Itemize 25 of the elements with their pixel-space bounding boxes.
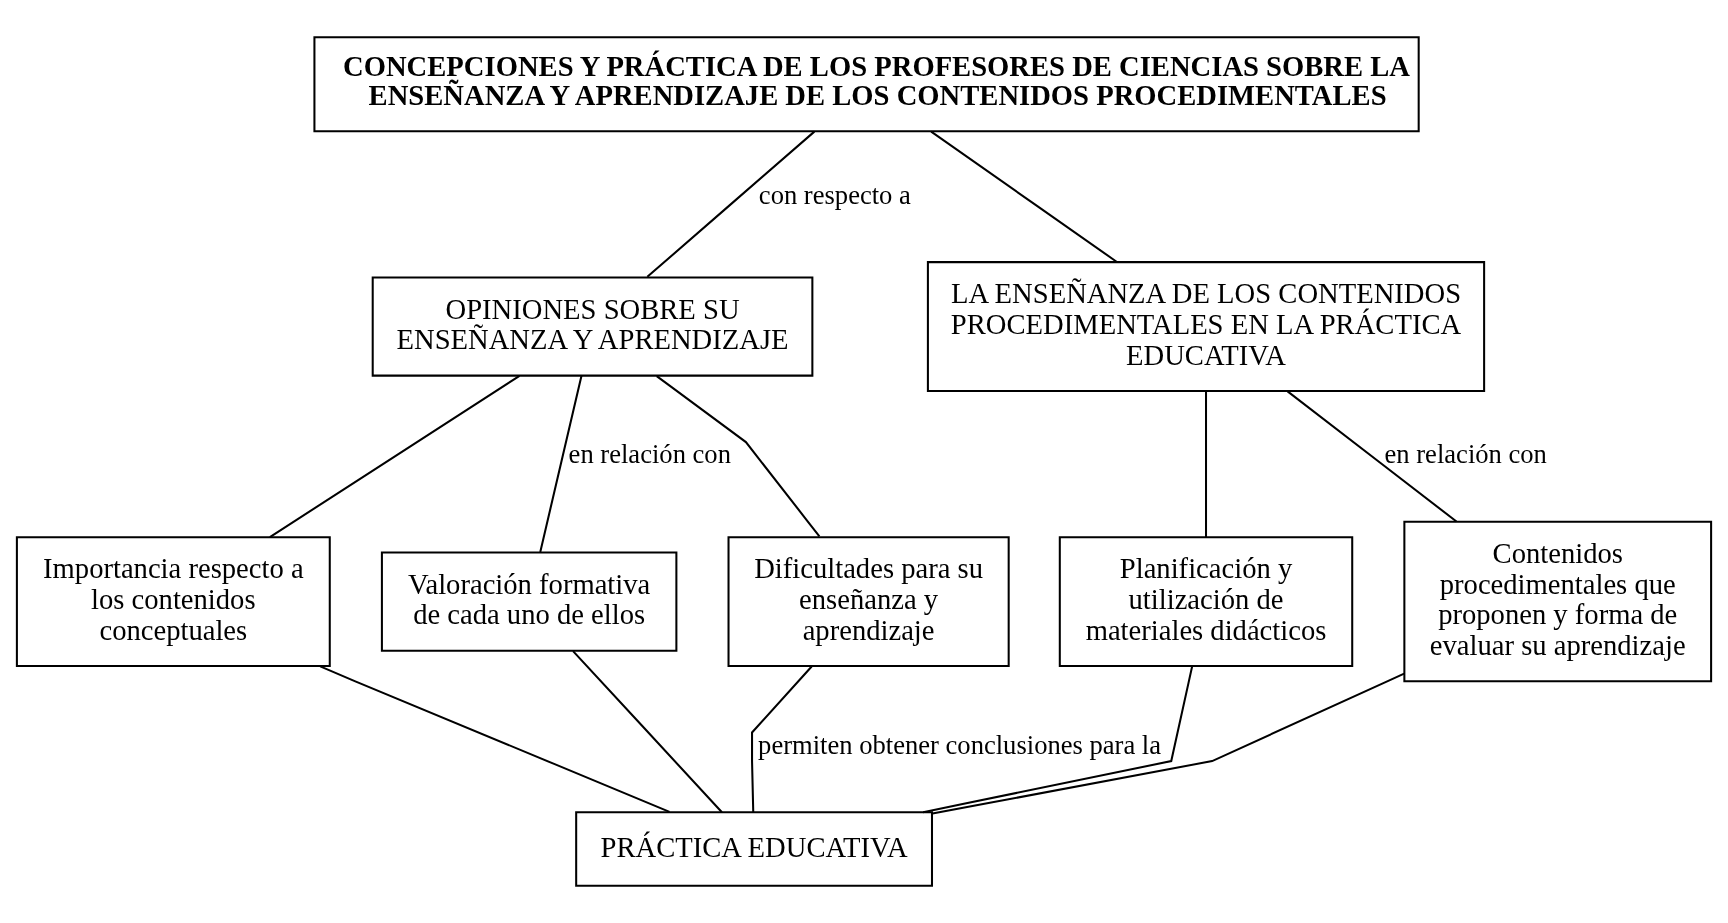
connector	[572, 650, 723, 813]
connector	[646, 130, 816, 278]
node-box: Contenidos procedimentales que proponen y forma de evaluar su aprendizaje	[1403, 520, 1713, 683]
node-box: Planificación y utilización de materiales didácticos	[1058, 536, 1354, 667]
node-box: Dificultades para su enseñanza y aprendizaje	[727, 536, 1010, 667]
node-box: CONCEPCIONES Y PRÁCTICA DE LOS PROFESORES DE CIENCIAS SOBRE LA ENSEÑANZA Y APRENDIZAJE DE LOS CONTENIDOS PROCEDIMENTALES	[313, 36, 1420, 133]
node-box: OPINIONES SOBRE SU ENSEÑANZA Y APRENDIZAJE	[371, 276, 814, 377]
connector	[539, 375, 583, 553]
connector	[922, 666, 1194, 814]
connector	[269, 374, 521, 538]
connector	[930, 130, 1118, 263]
node-box: PRÁCTICA EDUCATIVA	[575, 811, 933, 887]
edge-label: en relación con	[568, 439, 731, 470]
connector	[932, 672, 1405, 815]
connector	[751, 665, 813, 813]
node-box: Valoración formativa de cada uno de ellos	[380, 551, 678, 652]
connector	[319, 665, 670, 813]
connector	[1286, 390, 1458, 523]
node-box: LA ENSEÑANZA DE LOS CONTENIDOS PROCEDIMENTALES EN LA PRÁCTICA EDUCATIVA	[926, 261, 1486, 392]
edge-label: en relación con	[1384, 439, 1547, 470]
connector	[656, 375, 821, 537]
node-box: Importancia respecto a los contenidos conceptuales	[15, 536, 331, 667]
edge-label: con respecto a	[758, 179, 911, 210]
connector	[1205, 391, 1208, 538]
edge-label: permiten obtener conclusiones para la	[758, 729, 1162, 760]
